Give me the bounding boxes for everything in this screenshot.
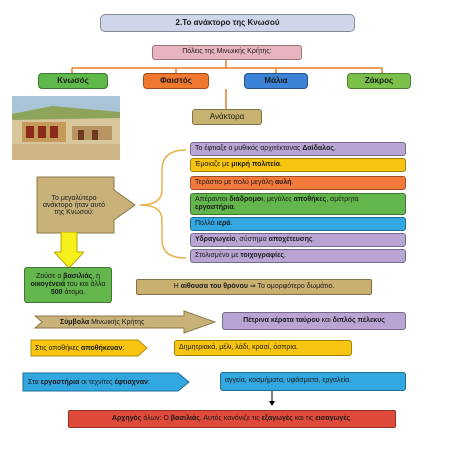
down-arrow-icon — [54, 232, 84, 268]
residents-box: Ζούσε ο βασιλιάς, η οικογένειά του και ά… — [24, 267, 112, 303]
symbols-label: Σύμβολα Μινωικής Κρήτης — [60, 318, 145, 326]
largest-palace-arrow — [36, 176, 136, 234]
workshops-label: Στα εργαστήρια οι τεχνίτες έφτιαχναν: — [28, 378, 150, 386]
storage-arrow — [30, 339, 148, 357]
leader-box: Αρχηγός όλων: Ο βασιλιάς. Αυτός κανόνιζε… — [68, 410, 396, 428]
city-knossos: Κνωσός — [38, 73, 108, 89]
page-title: 2.Το ανάκτορο της Κνωσού — [100, 14, 355, 32]
fact-aqueduct: Υδραγωγείο, σύστημα αποχέτευσης. — [190, 233, 406, 247]
city-phaistos: Φαιστός — [143, 73, 209, 89]
symbols-arrow — [34, 310, 216, 334]
fact-courtyard: Τεράστιο με πολύ μεγάλη αυλή. — [190, 176, 406, 190]
workshops-value: αγγεία, κοσμήματα, υφάσματα, εργαλεία. — [220, 372, 406, 391]
symbols-value: Πέτρινα κέρατα ταύρου και διπλός πέλεκυς — [222, 312, 406, 330]
cities-header: Πόλεις της Μινωικής Κρήτης: — [152, 45, 302, 60]
palace-photo — [12, 96, 120, 160]
fact-daidalos: Το έφτιαξε ο μυθικός αρχιτέκτονας Δαίδαλ… — [190, 142, 406, 156]
palaces-label: Ανάκτορα — [192, 109, 262, 125]
fact-frescoes: Στολισμένο με τοιχογραφίες. — [190, 249, 406, 263]
fact-shrines: Πολλά ιερά. — [190, 217, 406, 231]
workshops-arrow — [22, 372, 190, 392]
storage-value: Δημητριακά, μέλι, λάδι, κρασί, όσπρια. — [174, 340, 352, 356]
city-malia: Μάλια — [244, 73, 308, 89]
largest-palace-text: Το μεγαλύτερο ανάκτορο ήταν αυτό της Κνω… — [42, 194, 106, 216]
throne-room-box: Η αίθουσα του θρόνου ⇒ Το ομορφότερο δωμ… — [136, 279, 372, 295]
fact-corridors: Απέραντοι διάδρομοι, μεγάλες αποθήκες, α… — [190, 193, 406, 215]
city-zakros: Ζάκρος — [347, 73, 411, 89]
fact-small-city: Έμοιαζε με μικρή πολιτεία. — [190, 158, 406, 172]
storage-label: Στις αποθήκες αποθήκευαν: — [35, 344, 125, 352]
